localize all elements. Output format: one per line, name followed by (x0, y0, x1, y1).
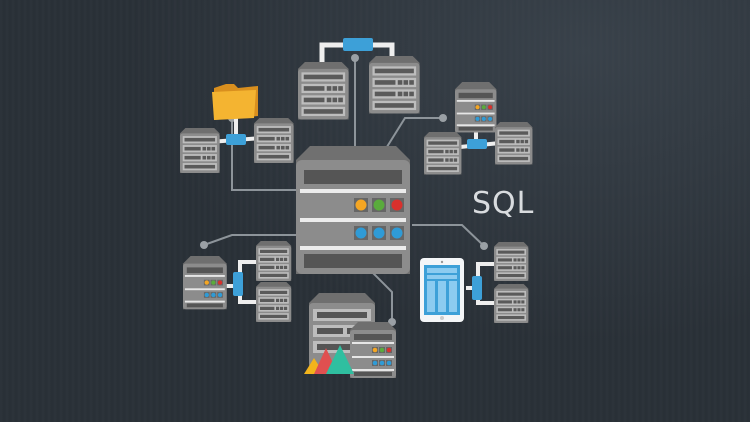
sql-label: SQL (472, 186, 535, 221)
tablet-icon (420, 258, 464, 322)
chart-triangles-icon (304, 345, 354, 374)
top-right-server-cluster-icon (424, 82, 533, 175)
central-database-server-icon (296, 146, 410, 274)
tablet-client-cluster-icon (420, 242, 529, 323)
top-replicated-servers-icon (298, 38, 420, 120)
folder-storage-cluster-icon (180, 84, 294, 173)
left-server-cluster-icon (183, 241, 292, 322)
analytics-reporting-servers-icon (304, 293, 396, 378)
folder-icon (212, 84, 258, 120)
